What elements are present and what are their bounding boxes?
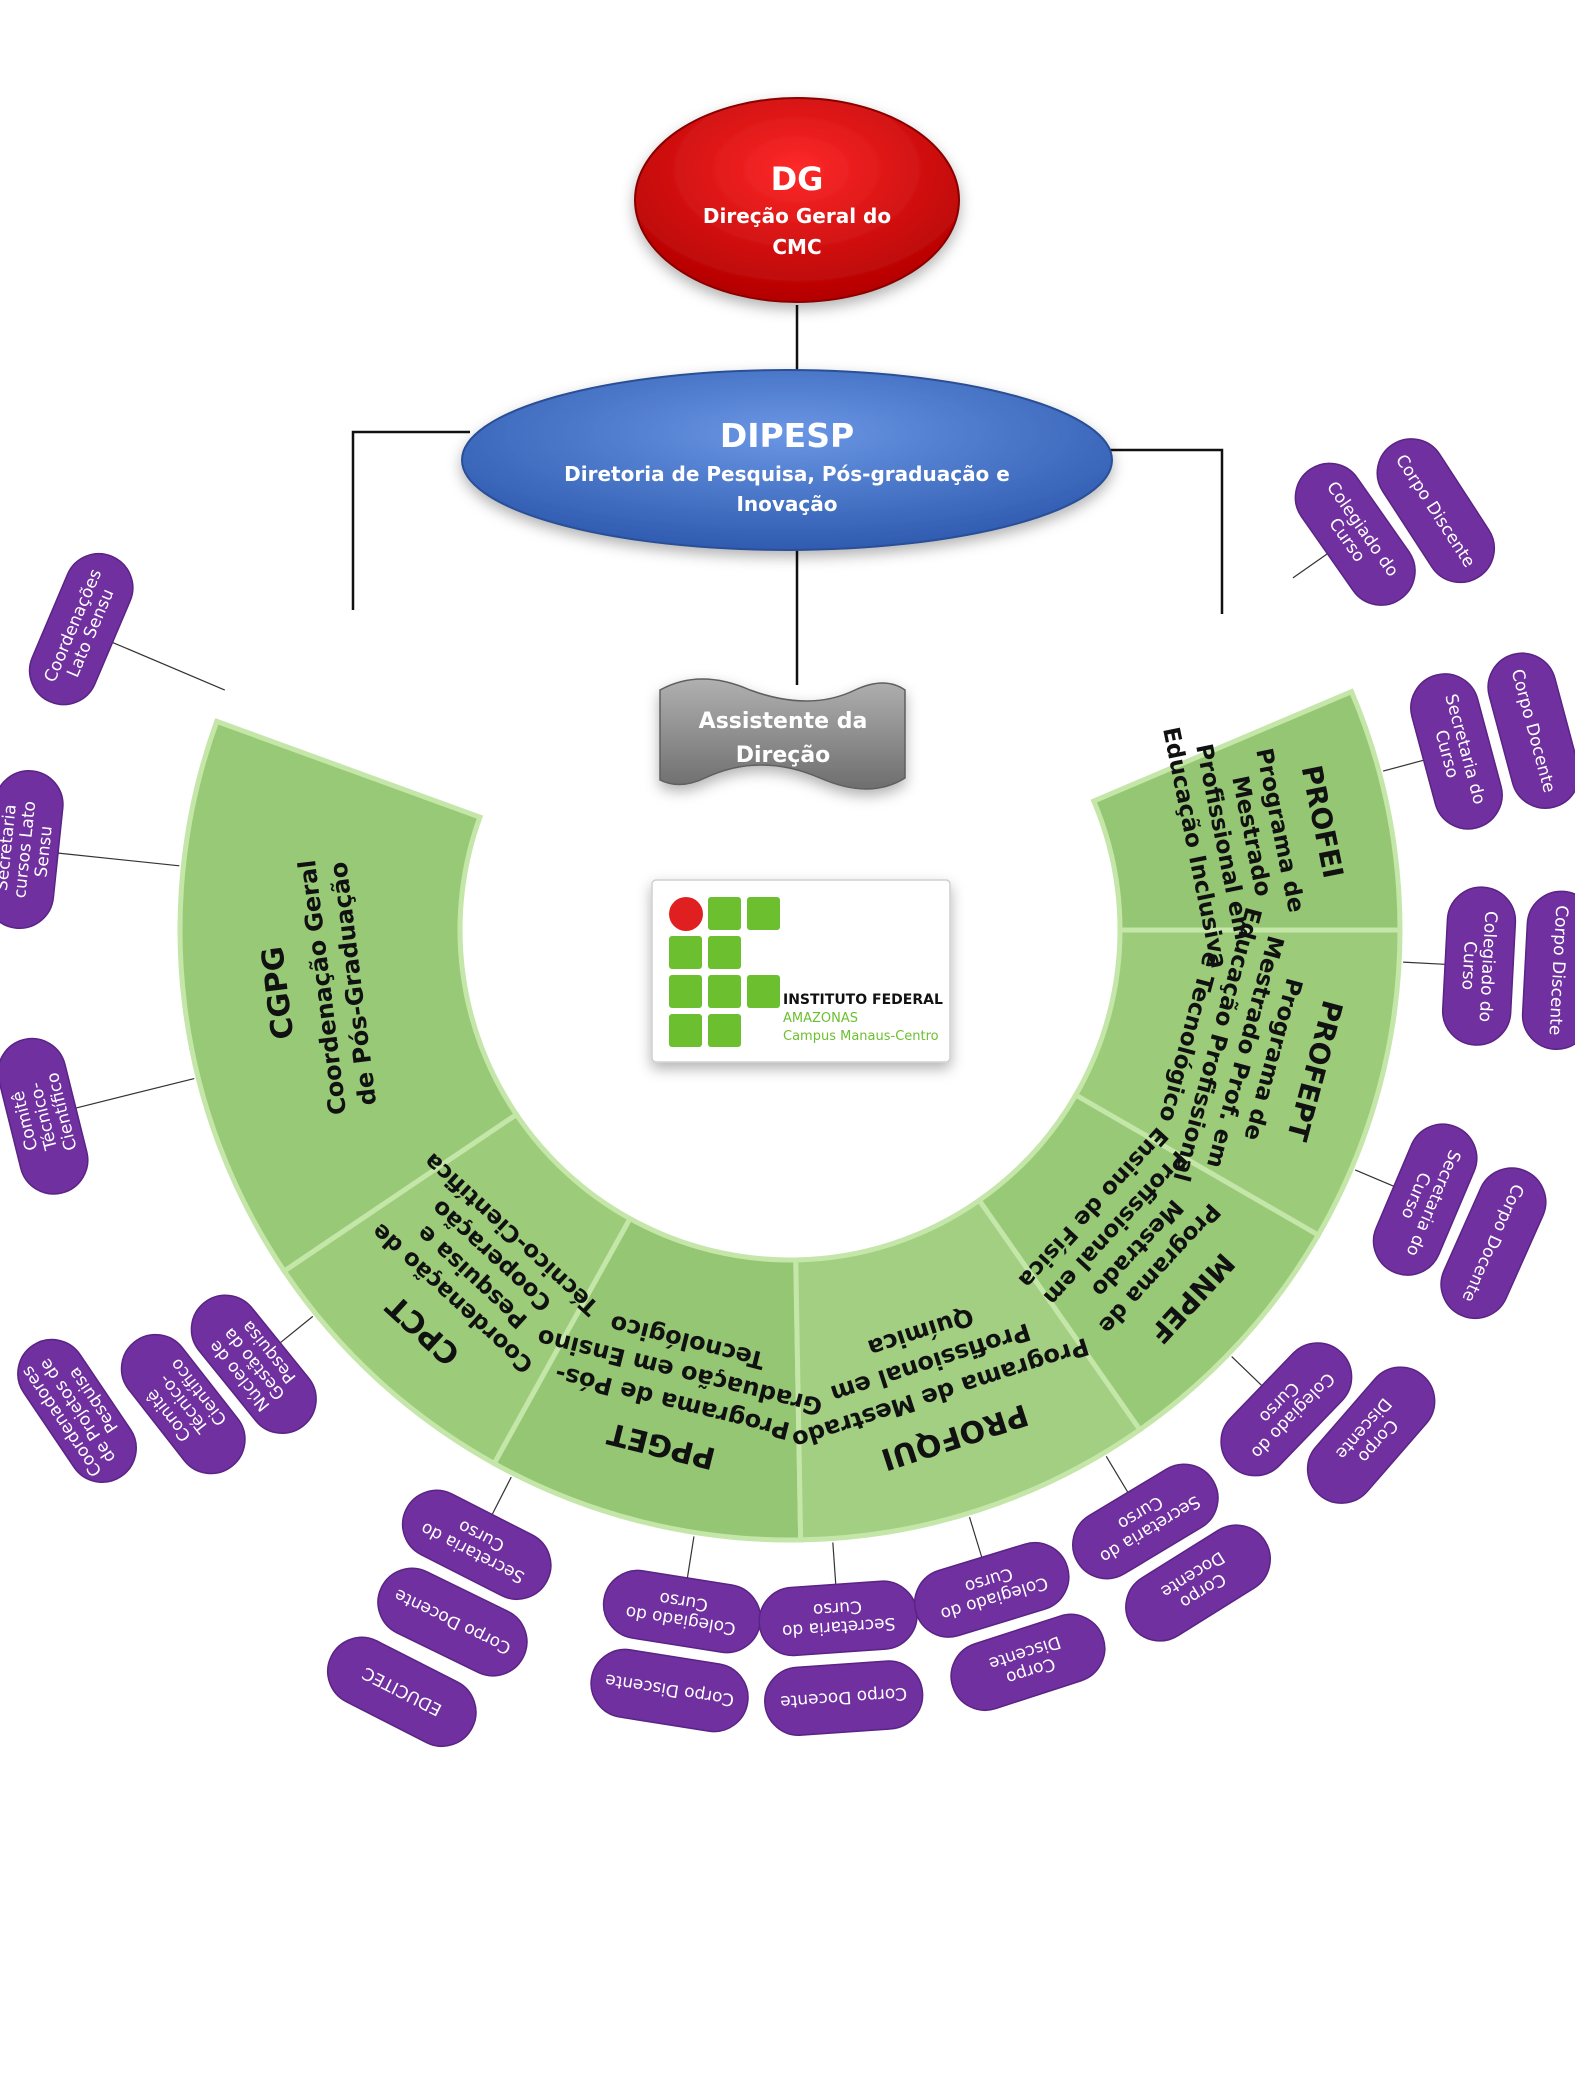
dipesp-node — [461, 369, 1113, 551]
sub-unit-pill: EDUCITEC — [326, 1636, 477, 1747]
sub-unit-pill: Corpo Discente — [590, 1648, 749, 1733]
dg-subtitle-line1: Direção Geral do — [703, 204, 891, 228]
logo-line1: INSTITUTO FEDERAL — [783, 992, 943, 1008]
segment-profei — [1090, 688, 1403, 933]
dipesp-subtitle-line1: Diretoria de Pesquisa, Pós-graduação e — [564, 462, 1010, 486]
logo-line3: Campus Manaus-Centro — [783, 1029, 939, 1044]
dipesp-subtitle-line2: Inovação — [736, 492, 837, 516]
dg-subtitle-line2: CMC — [772, 235, 821, 259]
logo-line2: AMAZONAS — [783, 1011, 858, 1026]
sub-unit-pill: Corpo Docente — [1487, 652, 1575, 809]
assistant-line2: Direção — [736, 743, 831, 768]
pill-label-line: Curso — [812, 1596, 862, 1619]
sub-unit-pill: Corpo Docente — [764, 1660, 924, 1737]
dipesp-title: DIPESP — [720, 416, 854, 455]
sub-unit-pill: Corpo Discente — [1521, 890, 1575, 1050]
logo-red-dot-icon — [669, 897, 703, 931]
ifam-logo — [651, 879, 951, 1063]
assistant-node — [659, 678, 906, 790]
connectors — [351, 305, 1224, 685]
dg-node — [634, 97, 960, 303]
dg-title: DG — [771, 160, 824, 198]
program-arc — [177, 688, 1403, 1543]
segment-profqui — [793, 1196, 1144, 1543]
pill-label-line: Curso — [1457, 941, 1480, 991]
segment-cgpg — [177, 718, 520, 1275]
assistant-line1: Assistente da — [699, 709, 868, 734]
pill-connector-ticks — [55, 552, 1448, 1587]
